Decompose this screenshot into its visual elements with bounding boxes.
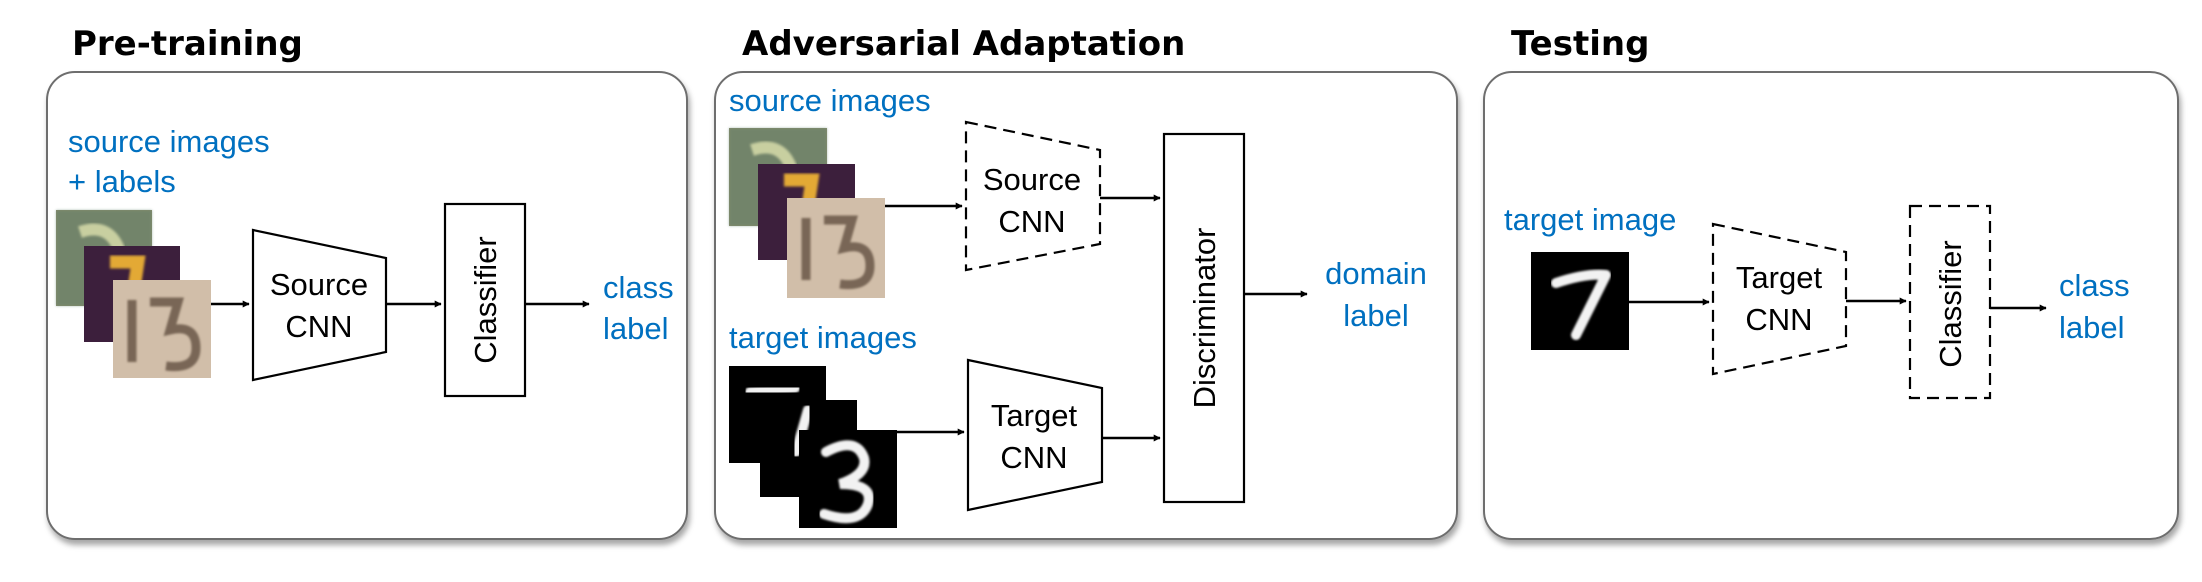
adaptation-source-images-stack: [729, 128, 885, 298]
pretraining-output-line2: label: [603, 311, 669, 346]
adaptation-target-label: target images: [729, 320, 917, 355]
mnist-image-3: [799, 430, 897, 528]
source-images-stack: [56, 210, 211, 378]
adaptation-source-cnn-line2: CNN: [998, 204, 1065, 239]
adaptation-target-cnn-line2: CNN: [1000, 440, 1067, 475]
adaptation-source-cnn-line1: Source: [983, 162, 1081, 197]
adaptation-source-label: source images: [729, 83, 931, 118]
target-image-label: target image: [1504, 202, 1676, 237]
pretraining-source-cnn: [251, 228, 388, 382]
pretraining-classifier-label: Classifier: [468, 236, 503, 363]
pretraining-title: Pre-training: [72, 24, 303, 64]
target-images-stack: [729, 366, 897, 528]
discriminator: [1162, 132, 1246, 504]
testing-title: Testing: [1511, 24, 1649, 64]
adaptation-target-cnn-line1: Target: [991, 398, 1078, 433]
testing-target-cnn-line2: CNN: [1745, 302, 1812, 337]
domain-label-line1: domain: [1325, 256, 1427, 291]
svhn-image-3: [787, 198, 885, 298]
svhn-image-3: [113, 280, 211, 378]
adaptation-source-cnn: [964, 120, 1102, 272]
testing-output-line1: class: [2059, 268, 2130, 303]
testing-target-cnn-line1: Target: [1736, 260, 1823, 295]
pretraining-output-line1: class: [603, 270, 674, 305]
adaptation-title: Adversarial Adaptation: [742, 24, 1185, 64]
pretraining-classifier: [443, 202, 527, 398]
testing-classifier-label: Classifier: [1933, 240, 1968, 367]
testing-output-line2: label: [2059, 310, 2125, 345]
pretraining-source-cnn-line1: Source: [270, 267, 368, 302]
source-images-labels-line1: source images: [68, 124, 270, 159]
testing-classifier: [1908, 204, 1992, 400]
discriminator-label: Discriminator: [1187, 228, 1222, 409]
pretraining-source-cnn-line2: CNN: [285, 309, 352, 344]
testing-target-image: [1531, 252, 1629, 350]
adaptation-target-cnn: [966, 358, 1104, 512]
adaptation-panel: [714, 71, 1458, 540]
source-images-labels-line2: + labels: [68, 164, 176, 199]
domain-label-line2: label: [1343, 298, 1409, 333]
testing-target-cnn: [1711, 222, 1848, 376]
